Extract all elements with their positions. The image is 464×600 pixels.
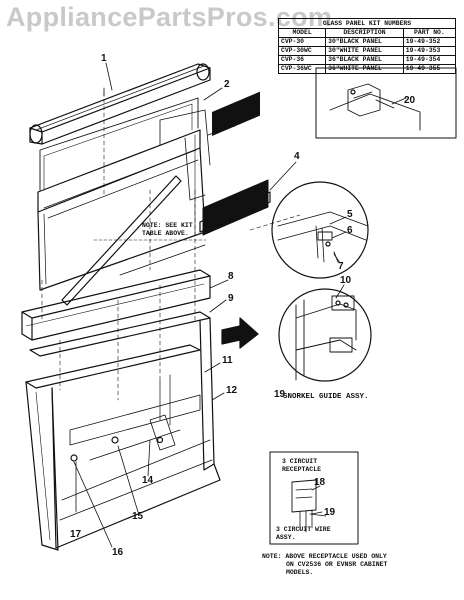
- callout-10: 10: [340, 275, 352, 286]
- leader-lines: [73, 62, 407, 548]
- part-8-rail: [21, 269, 211, 341]
- detail-circle-snorkel: [278, 288, 372, 382]
- bottom-note: NOTE: ABOVE RECEPTACLE USED ONLY: [262, 553, 387, 560]
- callout-5: 5: [347, 209, 353, 220]
- callout-6: 6: [347, 225, 353, 236]
- detail-box-20: [315, 67, 457, 139]
- alignment-lines: [41, 91, 301, 401]
- kit-table: GLASS PANEL KIT NUMBERS MODEL DESCRIPTIO…: [277, 18, 457, 74]
- callout-16: 16: [112, 547, 124, 558]
- wire-label: ASSY.: [276, 534, 296, 541]
- callout-17: 17: [70, 529, 82, 540]
- callout-18: 18: [314, 477, 326, 488]
- callout-4: 4: [294, 151, 300, 162]
- callout-1: 1: [101, 53, 107, 64]
- kit-note: TABLE ABOVE.: [142, 230, 189, 237]
- receptacle-label: RECEPTACLE: [282, 466, 322, 473]
- callout-11: 11: [222, 355, 233, 366]
- wire-label: 3 CIRCUIT WIRE: [276, 526, 331, 533]
- callout-7: 7: [338, 261, 344, 272]
- callout-20: 20: [404, 95, 416, 106]
- callout-2: 2: [224, 79, 230, 90]
- filter-mesh: [202, 179, 269, 236]
- part-1-top-trim: [29, 63, 211, 145]
- kit-note: NOTE: SEE KIT: [142, 222, 193, 229]
- callout-12: 12: [226, 385, 238, 396]
- bottom-note: MODELS.: [286, 569, 314, 576]
- watermark: AppliancePartsPros.com: [6, 2, 333, 32]
- receptacle-label: 3 CIRCUIT: [282, 458, 318, 465]
- callout-3: 3: [230, 119, 236, 130]
- snorkel-label: SNORKEL GUIDE ASSY.: [283, 393, 369, 401]
- arrow-icon: [221, 317, 259, 349]
- part-2-glass-panel: [37, 97, 211, 291]
- part-9-chassis: [25, 311, 221, 551]
- callout-14: 14: [142, 475, 154, 486]
- callout-9: 9: [228, 293, 234, 304]
- callout-19-snorkel: 19: [274, 389, 286, 400]
- bottom-note: ON CV2536 OR EVNSR CABINET: [286, 561, 388, 568]
- kit-table-caption: GLASS PANEL KIT NUMBERS: [278, 18, 456, 28]
- callout-19-wire: 19: [324, 507, 336, 518]
- receptacle-detail-box: [269, 451, 359, 545]
- kit-model: CVP-36WC: [277, 64, 327, 74]
- callout-8: 8: [228, 271, 234, 282]
- callout-15: 15: [132, 511, 144, 522]
- detail-circle-brackets: [271, 181, 369, 279]
